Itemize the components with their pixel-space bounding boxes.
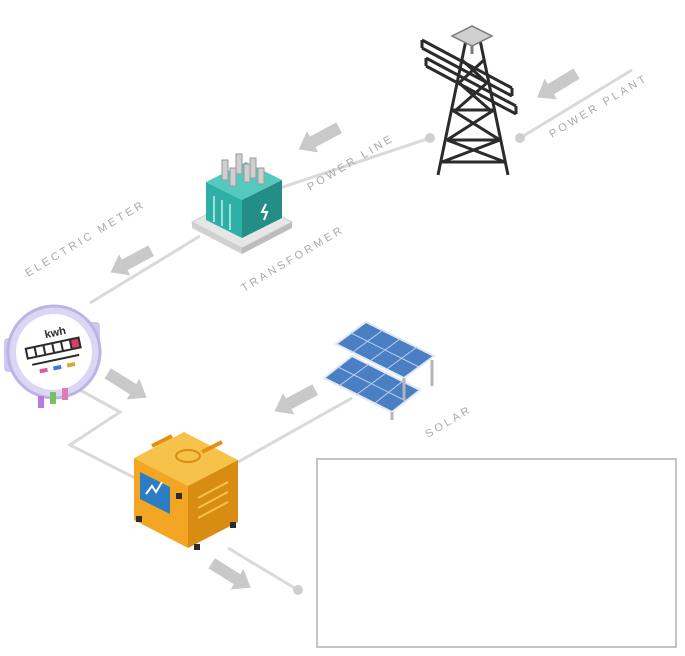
meter-unit-text: kwh (44, 325, 68, 341)
empty-text-box (316, 458, 677, 648)
line-meter-to-generator (67, 388, 136, 480)
label-solar: SOLAR (423, 403, 474, 440)
electric-meter-icon: kwh (4, 304, 102, 408)
arrow-icon (274, 384, 319, 415)
connector-lines (67, 68, 633, 595)
arrow-icon (298, 122, 343, 153)
transmission-tower-icon (420, 25, 518, 176)
generator-icon (134, 432, 238, 550)
line-tower-to-transformer (279, 136, 431, 190)
arrow-icon (104, 368, 147, 400)
solar-panel-icon (322, 320, 436, 420)
line-node (293, 585, 303, 595)
line-node (425, 133, 435, 143)
arrow-icon (208, 558, 251, 590)
line-plant-to-tower (519, 68, 633, 140)
line-generator-out (227, 546, 299, 592)
arrow-icon (110, 245, 155, 276)
line-node (515, 133, 525, 143)
line-solar-to-generator (237, 396, 353, 464)
line-transformer-to-meter (89, 234, 201, 305)
flow-arrows (104, 68, 580, 590)
transformer-icon (190, 153, 294, 254)
arrow-icon (537, 68, 580, 100)
